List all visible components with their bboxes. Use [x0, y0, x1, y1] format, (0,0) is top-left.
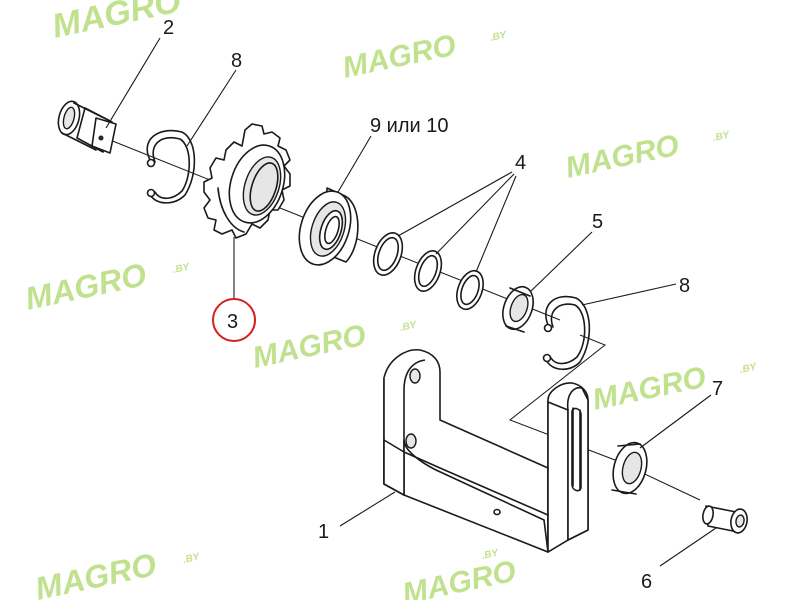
- watermark-right-upper: MAGRO .BY: [563, 129, 732, 185]
- callout-9-10: 9 или 10: [370, 115, 449, 137]
- watermark-right-middle: MAGRO .BY: [590, 361, 759, 417]
- callouts: 2 8 9 или 10 4 5 8 7 6 1 3: [105, 17, 723, 593]
- part-9-10-bearing: [298, 187, 359, 266]
- watermark-brand: MAGRO: [22, 256, 150, 317]
- leader-8-upper: [186, 69, 237, 147]
- callout-3: 3: [227, 311, 238, 333]
- part-8-snap-ring-lower: [542, 295, 591, 371]
- watermark-suffix: .BY: [399, 319, 419, 334]
- watermark-bottom-left: MAGRO .BY: [32, 546, 202, 600]
- watermark-bottom-center: MAGRO .BY: [400, 547, 519, 600]
- watermark-suffix: .BY: [712, 129, 732, 144]
- washer-3: [456, 269, 484, 311]
- watermark-brand: MAGRO: [563, 129, 682, 185]
- leader-1: [339, 491, 396, 527]
- leader-2: [105, 37, 161, 129]
- callout-8-upper: 8: [231, 50, 242, 72]
- watermark-suffix: .BY: [481, 547, 501, 562]
- leader-5: [529, 231, 593, 293]
- callout-8-lower: 8: [679, 275, 690, 297]
- part-7-washer: [611, 441, 648, 495]
- washer-2: [413, 250, 443, 292]
- watermark-brand: MAGRO: [32, 546, 160, 600]
- watermark-upper-center: MAGRO .BY: [340, 29, 509, 85]
- part-5-spacer: [502, 285, 534, 333]
- callout-1: 1: [318, 521, 329, 543]
- watermark-left-middle: MAGRO .BY: [22, 256, 192, 317]
- watermark-brand: MAGRO: [590, 361, 709, 417]
- part-3-sprocket: [203, 123, 291, 239]
- part-4-washers: [372, 232, 484, 311]
- watermark-suffix: .BY: [172, 261, 192, 276]
- part-6-bolt: [702, 505, 748, 534]
- part-1-bracket: [383, 349, 589, 553]
- callout-2: 2: [163, 17, 174, 39]
- leader-7: [639, 394, 712, 449]
- washer-1: [372, 232, 404, 276]
- watermark-brand: MAGRO: [400, 555, 519, 600]
- watermark-brand: MAGRO: [250, 319, 369, 375]
- watermark-suffix: .BY: [489, 29, 509, 44]
- watermarks: MAGRO MAGRO .BY MAGRO .BY MAGRO .BY MAGR…: [22, 0, 759, 600]
- leader-6: [659, 527, 717, 567]
- callout-7: 7: [712, 378, 723, 400]
- leader-9-10: [337, 135, 372, 193]
- leader-8-lower: [581, 283, 677, 306]
- watermark-suffix: .BY: [182, 551, 202, 566]
- callout-6: 6: [641, 571, 652, 593]
- callout-4: 4: [515, 152, 526, 174]
- part-2-pin: [57, 100, 117, 154]
- callout-5: 5: [592, 211, 603, 233]
- highlight-circle-3: [212, 298, 256, 342]
- watermark-brand: MAGRO: [340, 29, 459, 85]
- part-8-snap-ring-upper: [146, 129, 196, 204]
- leader-4: [397, 171, 517, 273]
- watermark-suffix: .BY: [739, 361, 759, 376]
